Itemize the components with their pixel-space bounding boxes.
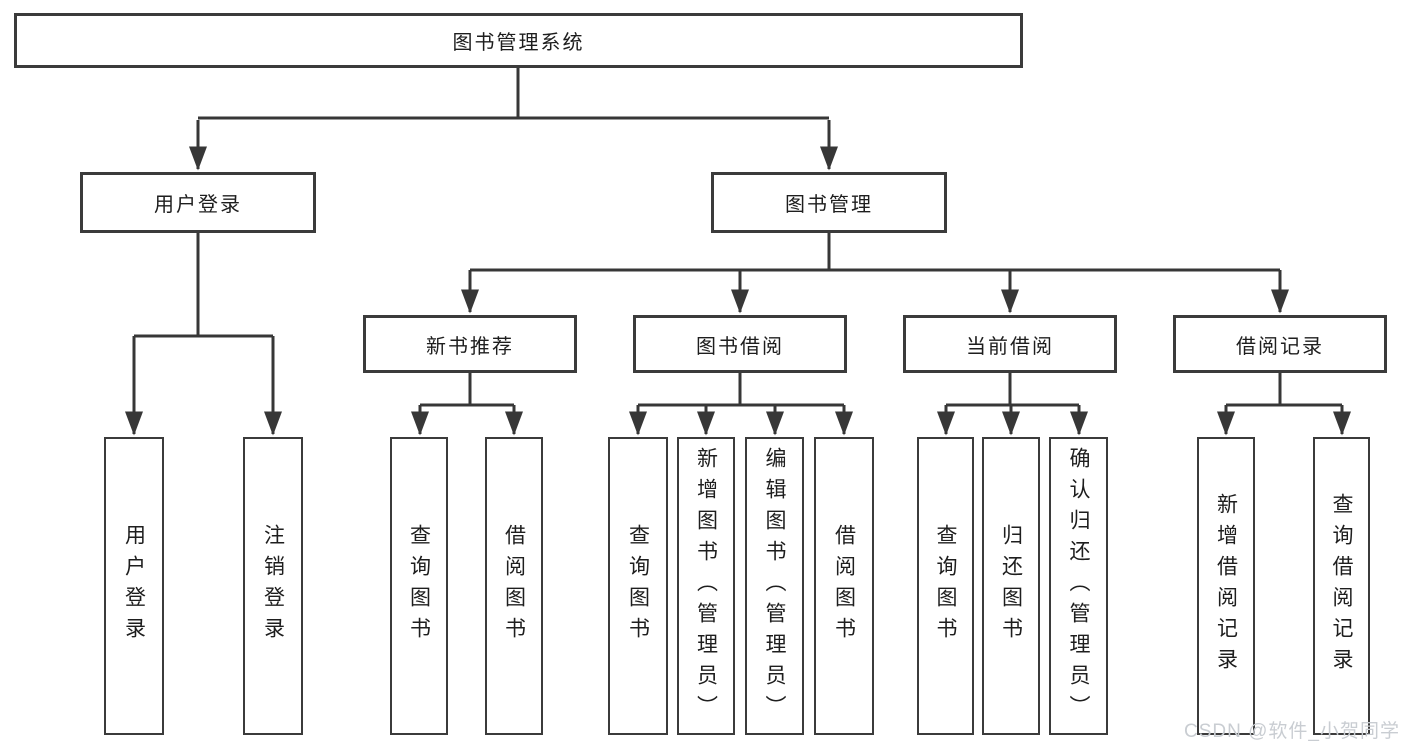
leaf-user-login: 用户登录 (104, 437, 164, 735)
leaf-add-borrow-record: 新增借阅记录 (1197, 437, 1255, 735)
node-borrow-records: 借阅记录 (1173, 315, 1387, 373)
leaf-label: 注销登录 (261, 524, 285, 648)
leaf-query-books-borrowing: 查询图书 (608, 437, 668, 735)
leaf-label: 查询图书 (407, 524, 431, 648)
leaf-label: 归还图书 (999, 524, 1023, 648)
node-label: 用户登录 (154, 194, 242, 216)
leaf-label: 查询借阅记录 (1330, 493, 1353, 679)
node-label: 新书推荐 (426, 335, 514, 358)
leaf-label: 借阅图书 (832, 524, 856, 648)
node-user-login: 用户登录 (80, 172, 316, 233)
node-root-library-system: 图书管理系统 (14, 13, 1023, 68)
node-new-book-recommend: 新书推荐 (363, 315, 577, 373)
leaf-query-borrow-record: 查询借阅记录 (1313, 437, 1370, 735)
leaf-label: 新增借阅记录 (1214, 493, 1238, 679)
leaf-label: 查询图书 (934, 524, 957, 648)
leaf-label: 编辑图书（管理员） (763, 446, 786, 726)
leaf-add-books-admin: 新增图书（管理员） (677, 437, 735, 735)
node-label: 图书管理 (785, 194, 873, 216)
leaf-confirm-return-admin: 确认归还（管理员） (1049, 437, 1108, 735)
leaf-query-books-recommend: 查询图书 (390, 437, 448, 735)
leaf-label: 用户登录 (122, 524, 146, 648)
leaf-label: 查询图书 (626, 524, 650, 648)
node-book-management: 图书管理 (711, 172, 947, 233)
leaf-label: 确认归还（管理员） (1067, 446, 1090, 726)
node-label: 图书借阅 (696, 335, 784, 358)
node-label: 借阅记录 (1236, 335, 1324, 358)
leaf-edit-books-admin: 编辑图书（管理员） (745, 437, 804, 735)
leaf-query-books-current: 查询图书 (917, 437, 974, 735)
node-label: 当前借阅 (966, 335, 1054, 358)
leaf-label: 借阅图书 (502, 524, 526, 648)
leaf-borrow-books: 借阅图书 (814, 437, 874, 735)
node-current-borrowing: 当前借阅 (903, 315, 1117, 373)
leaf-logout: 注销登录 (243, 437, 303, 735)
leaf-return-books: 归还图书 (982, 437, 1040, 735)
leaf-borrow-books-recommend: 借阅图书 (485, 437, 543, 735)
leaf-label: 新增图书（管理员） (694, 446, 718, 726)
node-book-borrowing: 图书借阅 (633, 315, 847, 373)
node-label: 图书管理系统 (452, 32, 585, 54)
csdn-watermark: CSDN @软件_小贺同学 (1184, 721, 1400, 742)
